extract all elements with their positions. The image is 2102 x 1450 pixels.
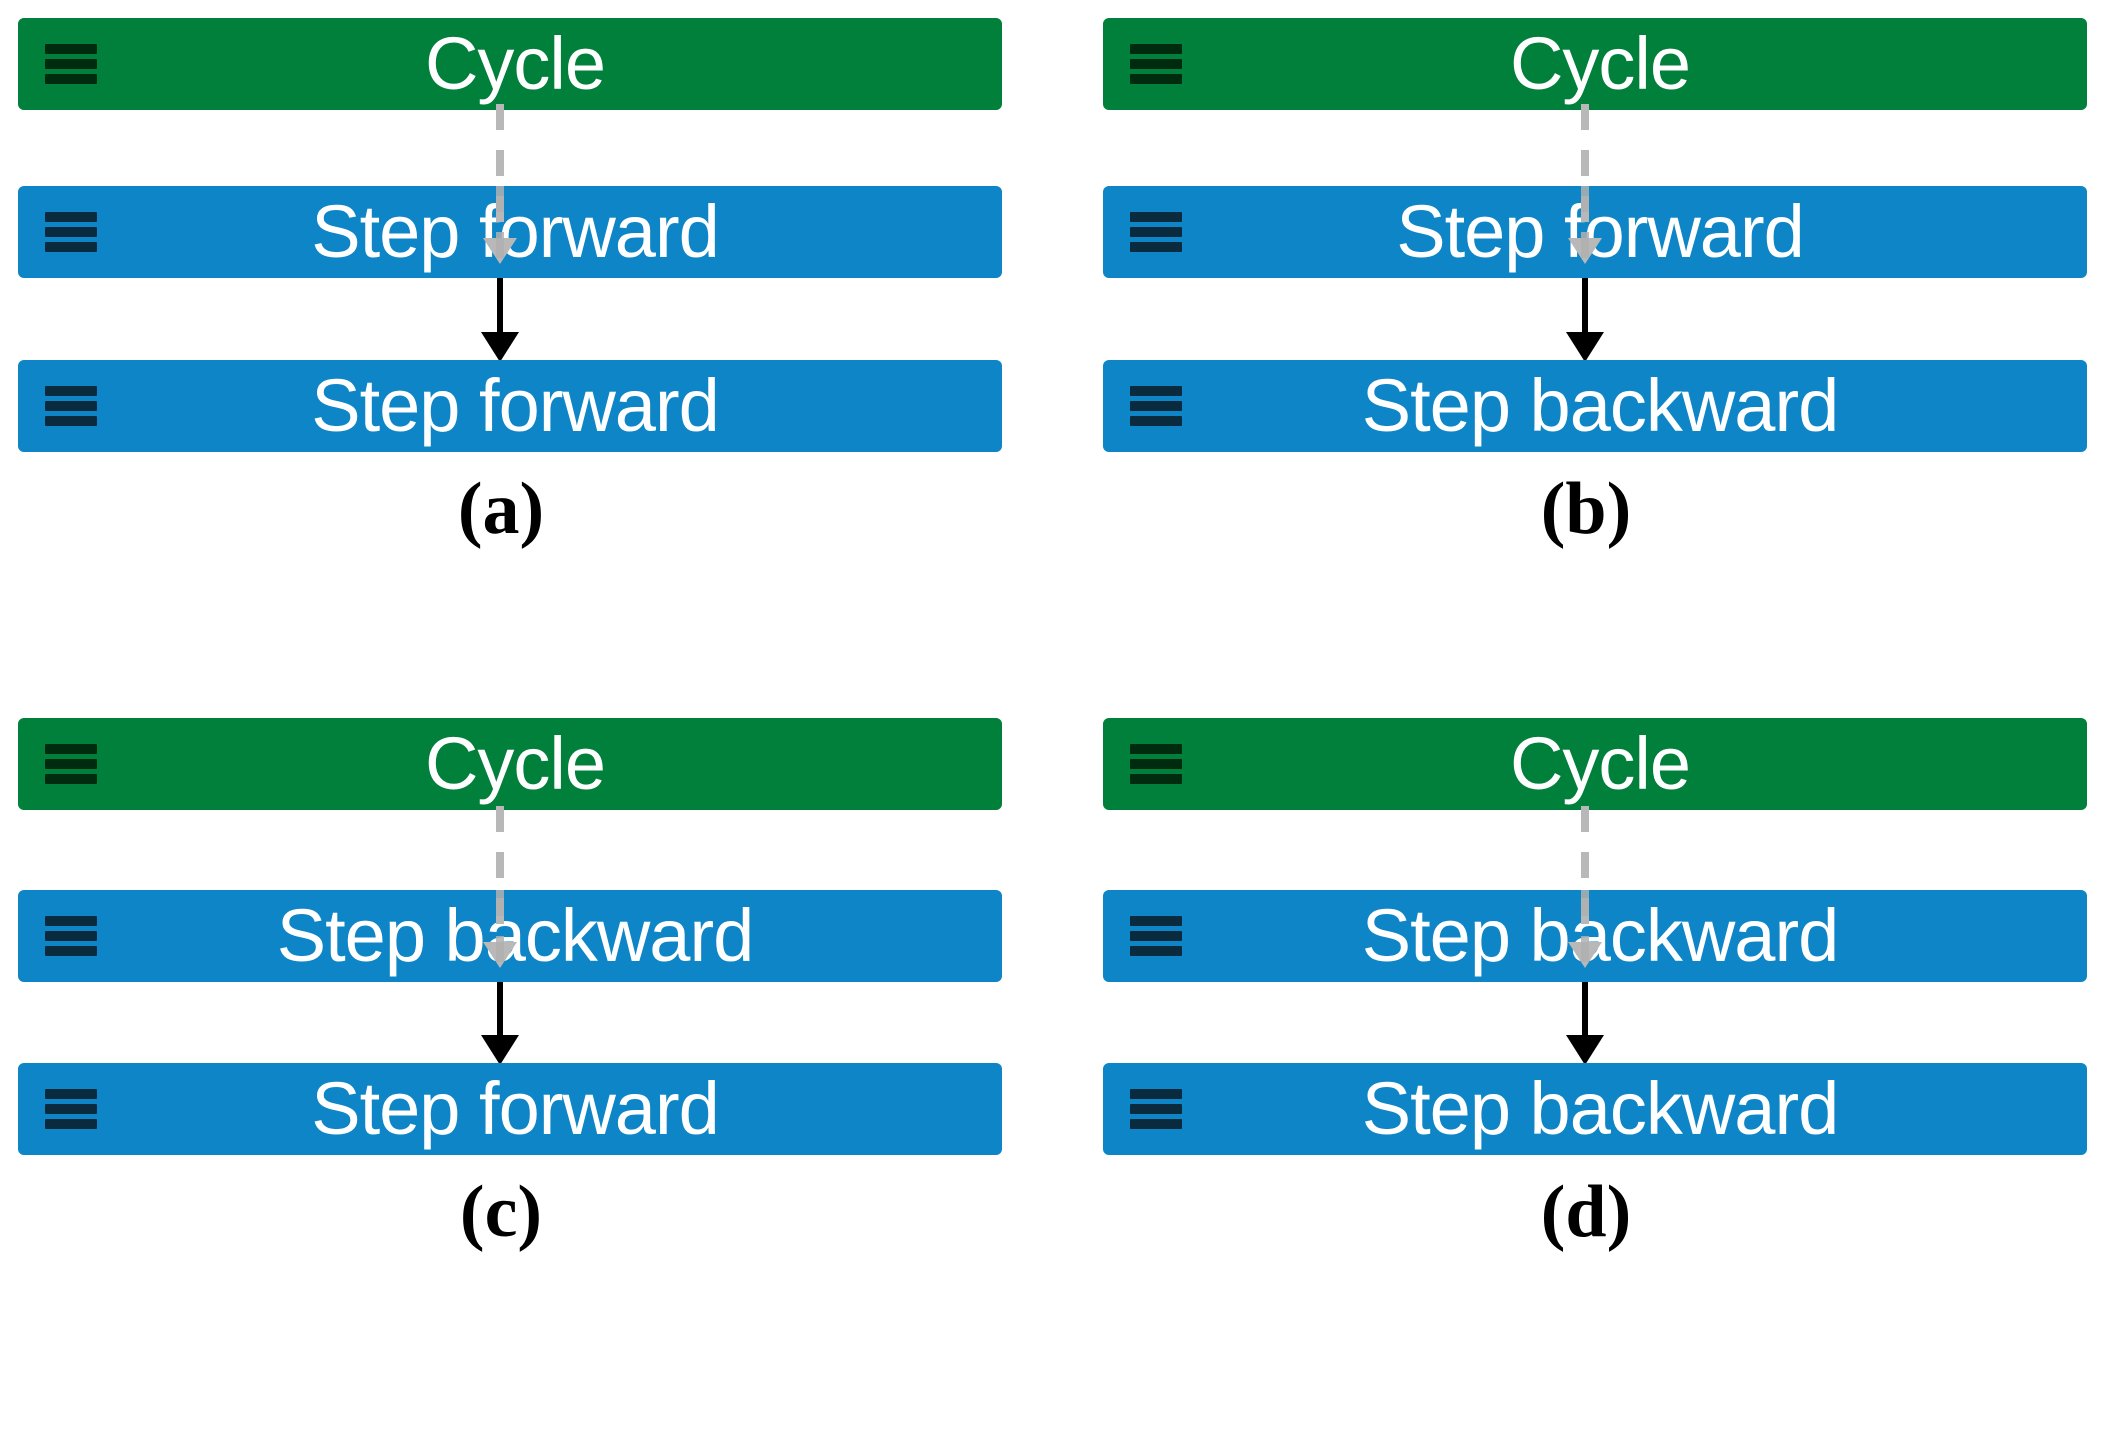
node-cycle[interactable]: Cycle (18, 718, 1002, 810)
hamburger-bar (1130, 774, 1182, 784)
hamburger-bar (45, 59, 97, 69)
hamburger-icon[interactable] (1130, 212, 1182, 252)
panel-caption: (d) (1540, 1171, 1632, 1253)
hamburger-bar (45, 227, 97, 237)
panel-caption: (a) (457, 468, 545, 550)
panel-a: Cycle Step forward Step forw (0, 0, 1002, 725)
hamburger-bar (1130, 759, 1182, 769)
hamburger-bar (45, 759, 97, 769)
node-step-1[interactable]: Step backward (18, 890, 1002, 982)
hamburger-bar (45, 212, 97, 222)
hamburger-bar (45, 946, 97, 956)
node-label: Cycle (1509, 722, 1691, 805)
hamburger-bar (45, 74, 97, 84)
hamburger-bar (45, 1104, 97, 1114)
node-step-1[interactable]: Step forward (18, 186, 1002, 278)
hamburger-icon[interactable] (45, 1089, 97, 1129)
hamburger-bar (1130, 227, 1182, 237)
hamburger-icon[interactable] (45, 916, 97, 956)
hamburger-bar (1130, 74, 1182, 84)
node-step-2[interactable]: Step forward (18, 360, 1002, 452)
hamburger-bar (1130, 1104, 1182, 1114)
hamburger-bar (1130, 931, 1182, 941)
node-cycle[interactable]: Cycle (1103, 18, 2087, 110)
connector-line (1581, 806, 1589, 942)
hamburger-bar (45, 44, 97, 54)
hamburger-bar (1130, 401, 1182, 411)
hamburger-bar (1130, 1119, 1182, 1129)
hamburger-bar (45, 401, 97, 411)
hamburger-bar (45, 242, 97, 252)
hamburger-bar (1130, 44, 1182, 54)
node-label: Cycle (1509, 22, 1691, 105)
hamburger-bar (45, 744, 97, 754)
hamburger-icon[interactable] (1130, 1089, 1182, 1129)
panel-caption: (c) (459, 1171, 543, 1253)
hamburger-bar (1130, 744, 1182, 754)
node-step-2[interactable]: Step backward (1103, 360, 2087, 452)
arrowhead-icon (481, 1035, 519, 1065)
connector-dashed-overlay (1581, 186, 1589, 278)
hamburger-bar (45, 931, 97, 941)
node-label: Step backward (1361, 364, 1840, 447)
node-label: Step backward (1361, 1067, 1840, 1150)
connector-line (1582, 278, 1588, 340)
hamburger-bar (45, 416, 97, 426)
connector-dashed-overlay (1581, 890, 1589, 982)
hamburger-bar (1130, 916, 1182, 926)
hamburger-bar (45, 1089, 97, 1099)
hamburger-bar (1130, 59, 1182, 69)
panel-d: Cycle Step backward Step bac (1085, 700, 2087, 1425)
node-step-1[interactable]: Step forward (1103, 186, 2087, 278)
hamburger-icon[interactable] (45, 212, 97, 252)
arrowhead-icon (481, 332, 519, 362)
node-step-1[interactable]: Step backward (1103, 890, 2087, 982)
hamburger-bar (1130, 946, 1182, 956)
node-cycle[interactable]: Cycle (1103, 718, 2087, 810)
node-label: Cycle (424, 22, 606, 105)
node-step-2[interactable]: Step backward (1103, 1063, 2087, 1155)
hamburger-bar (45, 386, 97, 396)
node-cycle[interactable]: Cycle (18, 18, 1002, 110)
hamburger-icon[interactable] (1130, 916, 1182, 956)
hamburger-icon[interactable] (1130, 744, 1182, 784)
connector-dashed-overlay (496, 890, 504, 982)
connector-line (497, 278, 503, 340)
hamburger-bar (45, 916, 97, 926)
hamburger-icon[interactable] (1130, 44, 1182, 84)
connector-line (1582, 982, 1588, 1043)
node-label: Step forward (311, 1067, 720, 1150)
panel-c: Cycle Step backward Step for (0, 700, 1002, 1425)
hamburger-bar (1130, 386, 1182, 396)
hamburger-icon[interactable] (45, 386, 97, 426)
hamburger-icon[interactable] (1130, 386, 1182, 426)
hamburger-icon[interactable] (45, 44, 97, 84)
node-label: Step forward (311, 364, 720, 447)
connector-line (496, 104, 504, 238)
hamburger-bar (1130, 416, 1182, 426)
connector-line (497, 982, 503, 1043)
arrowhead-icon (1566, 332, 1604, 362)
arrowhead-icon (1566, 1035, 1604, 1065)
hamburger-bar (45, 1119, 97, 1129)
hamburger-icon[interactable] (45, 744, 97, 784)
panel-b: Cycle Step forward Step back (1085, 0, 2087, 725)
hamburger-bar (1130, 242, 1182, 252)
connector-line (496, 806, 504, 942)
connector-line (1581, 104, 1589, 238)
panel-caption: (b) (1540, 468, 1632, 550)
hamburger-bar (45, 774, 97, 784)
node-label: Cycle (424, 722, 606, 805)
connector-dashed-overlay (496, 186, 504, 278)
hamburger-bar (1130, 212, 1182, 222)
node-step-2[interactable]: Step forward (18, 1063, 1002, 1155)
hamburger-bar (1130, 1089, 1182, 1099)
